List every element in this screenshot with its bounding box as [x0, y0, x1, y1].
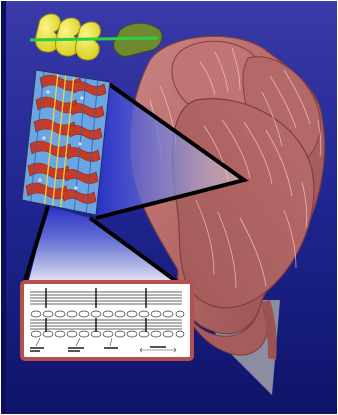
sarcomere-panel: [22, 282, 192, 359]
molecule-backbone-line: [30, 38, 158, 40]
